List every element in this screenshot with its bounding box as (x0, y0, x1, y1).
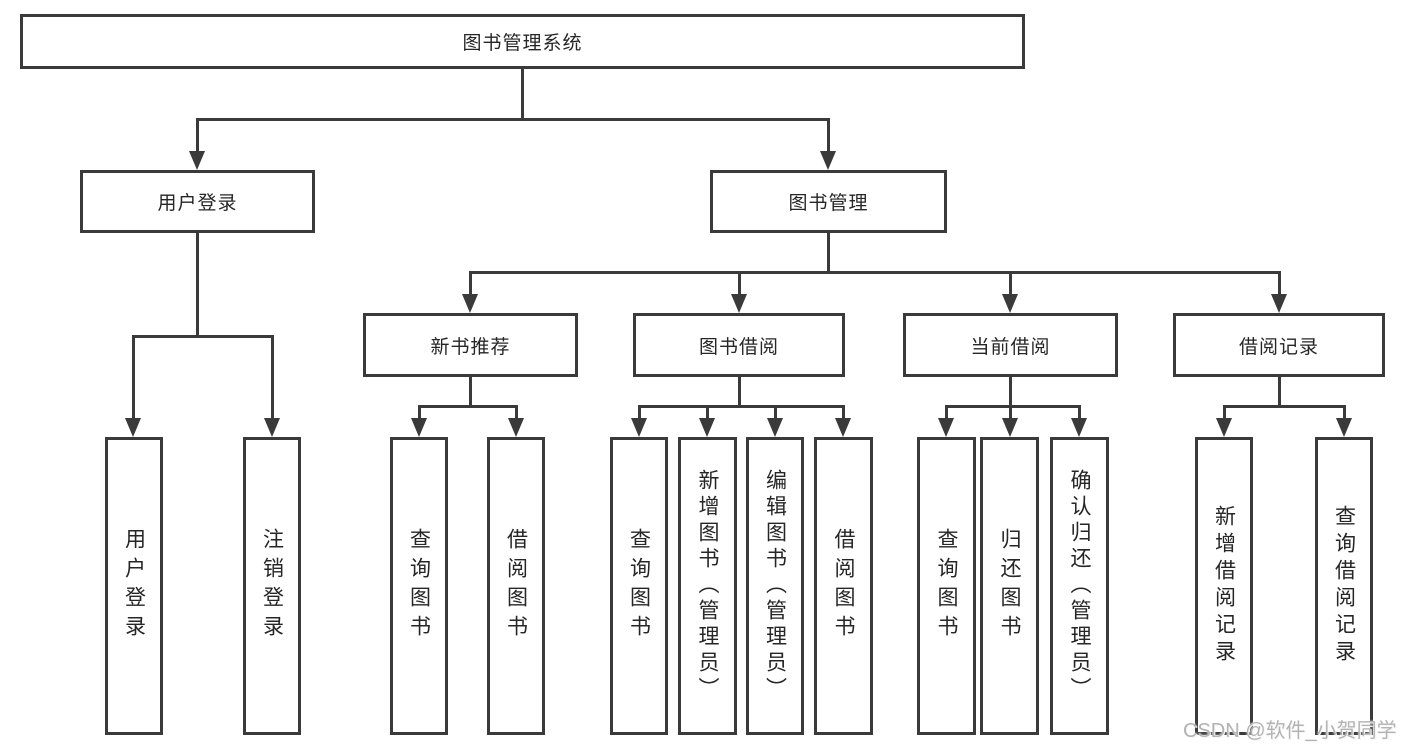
node-current-borrowing: 当前借阅 (903, 313, 1118, 377)
leaf-user-login: 用户登录 (105, 437, 163, 735)
leaf-nb-query-book: 查询图书 (390, 437, 448, 735)
connector-line (827, 118, 830, 152)
arrow-down-icon (1216, 418, 1232, 437)
connector-line (515, 405, 518, 419)
connector-line (1343, 405, 1346, 419)
node-label: 图书管理系统 (462, 33, 583, 54)
connector-line (1009, 405, 1012, 419)
connector-line (418, 405, 518, 408)
leaf-cb-query-book: 查询图书 (917, 437, 976, 735)
connector-line (521, 69, 524, 120)
node-book-management: 图书管理 (710, 170, 947, 233)
connector-line (1009, 271, 1012, 295)
connector-line (132, 335, 274, 338)
connector-line (1009, 377, 1012, 408)
leaf-bb-query-book: 查询图书 (610, 437, 668, 735)
connector-line (706, 405, 709, 419)
node-label: 借阅图书 (832, 528, 855, 644)
node-label: 编辑图书（管理员） (763, 469, 787, 703)
connector-line (1223, 405, 1345, 408)
node-label: 查询图书 (407, 528, 431, 644)
leaf-br-add-record: 新增借阅记录 (1195, 437, 1253, 735)
node-new-book-recommendation: 新书推荐 (363, 313, 578, 377)
leaf-logout: 注销登录 (243, 437, 301, 735)
leaf-cb-confirm-return-admin: 确认归还（管理员） (1050, 437, 1109, 735)
node-root: 图书管理系统 (20, 14, 1025, 69)
node-label: 查询借阅记录 (1332, 505, 1356, 667)
arrow-down-icon (1002, 418, 1018, 437)
leaf-br-query-record: 查询借阅记录 (1315, 437, 1373, 735)
node-label: 借阅记录 (1238, 336, 1319, 358)
connector-line (827, 233, 830, 273)
node-user-login: 用户登录 (80, 170, 315, 233)
connector-line (469, 271, 472, 295)
connector-line (1278, 271, 1281, 295)
connector-line (774, 405, 777, 419)
connector-line (945, 405, 948, 419)
connector-line (196, 118, 830, 121)
leaf-bb-borrow-book: 借阅图书 (814, 437, 873, 735)
node-label: 新增借阅记录 (1212, 505, 1236, 667)
connector-line (469, 271, 1281, 274)
arrow-down-icon (1071, 418, 1087, 437)
leaf-bb-add-book-admin: 新增图书（管理员） (678, 437, 737, 735)
connector-line (196, 118, 199, 152)
connector-line (842, 405, 845, 419)
node-label: 归还图书 (998, 528, 1021, 644)
arrow-down-icon (125, 418, 141, 437)
arrow-down-icon (508, 418, 524, 437)
node-label: 借阅图书 (504, 528, 528, 644)
arrow-down-icon (462, 294, 478, 313)
connector-line (132, 335, 135, 419)
leaf-bb-edit-book-admin: 编辑图书（管理员） (746, 437, 804, 735)
arrow-down-icon (631, 418, 647, 437)
arrow-down-icon (820, 151, 836, 170)
node-book-borrowing: 图书借阅 (633, 313, 845, 377)
arrow-down-icon (1002, 294, 1018, 313)
arrow-down-icon (767, 418, 783, 437)
connector-line (738, 271, 741, 295)
arrow-down-icon (1271, 294, 1287, 313)
watermark: CSDN @软件_小贺同学 (1183, 720, 1397, 742)
node-label: 注销登录 (260, 528, 284, 644)
connector-line (418, 405, 421, 419)
connector-line (638, 405, 845, 408)
node-label: 新书推荐 (430, 336, 511, 358)
node-label: 查询图书 (935, 528, 958, 644)
arrow-down-icon (264, 418, 280, 437)
connector-line (738, 377, 741, 408)
node-label: 当前借阅 (970, 336, 1051, 358)
node-label: 查询图书 (627, 528, 651, 644)
connector-line (271, 335, 274, 419)
arrow-down-icon (699, 418, 715, 437)
arrow-down-icon (835, 418, 851, 437)
connector-line (638, 405, 641, 419)
arrow-down-icon (189, 151, 205, 170)
connector-line (469, 377, 472, 408)
node-label: 确认归还（管理员） (1068, 469, 1091, 703)
arrow-down-icon (731, 294, 747, 313)
leaf-cb-return-book: 归还图书 (980, 437, 1039, 735)
arrow-down-icon (1336, 418, 1352, 437)
connector-line (1223, 405, 1226, 419)
node-label: 图书管理 (788, 193, 869, 214)
connector-line (945, 405, 1081, 408)
node-borrowing-records: 借阅记录 (1173, 313, 1385, 377)
node-label: 图书借阅 (698, 336, 779, 358)
node-label: 用户登录 (122, 528, 146, 644)
node-label: 新增图书（管理员） (696, 469, 719, 703)
connector-line (1078, 405, 1081, 419)
leaf-nb-borrow-book: 借阅图书 (487, 437, 545, 735)
node-label: 用户登录 (157, 193, 238, 214)
arrow-down-icon (411, 418, 427, 437)
connector-line (196, 233, 199, 337)
connector-line (1278, 377, 1281, 408)
arrow-down-icon (938, 418, 954, 437)
